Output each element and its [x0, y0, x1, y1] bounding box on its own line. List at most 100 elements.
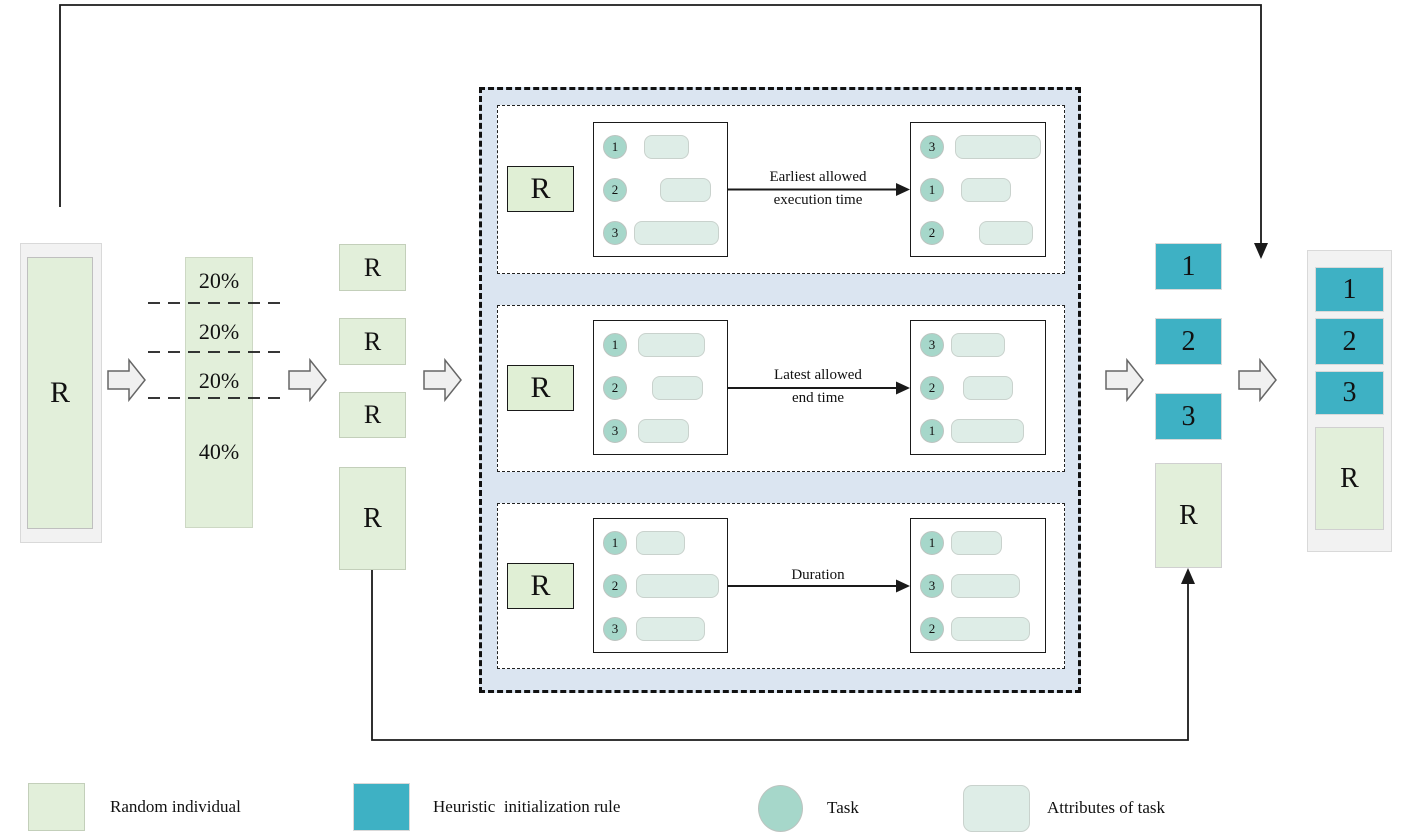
- task-circle: 2: [920, 617, 944, 641]
- task-attribute-bar: [638, 419, 689, 443]
- rule-2-label: Latest allowed end time: [728, 366, 908, 408]
- task-row: 3: [594, 221, 727, 245]
- rule-2-label-line1: Latest allowed: [774, 367, 862, 383]
- heuristic-result-3-label: 3: [1181, 400, 1196, 432]
- task-row: 1: [594, 135, 727, 159]
- task-attribute-bar: [955, 135, 1041, 159]
- panel-1-right-taskbox: 3 1 2: [910, 122, 1046, 257]
- task-attribute-bar: [634, 221, 719, 245]
- final-gene-r: R: [1315, 427, 1384, 530]
- task-row: 3: [594, 419, 727, 443]
- rule-1-label-line1: Earliest allowed: [769, 169, 867, 185]
- block-arrow-5-icon: [1238, 357, 1277, 403]
- task-attribute-bar: [652, 376, 703, 400]
- task-circle: 3: [920, 333, 944, 357]
- split-percent-2: 20%: [198, 319, 240, 344]
- split-percent-1: 20%: [198, 268, 240, 293]
- panel-3-left-taskbox: 1 2 3: [593, 518, 728, 653]
- bottom-feedback-arrowhead-icon: [1181, 568, 1195, 584]
- split-percent-3: 20%: [198, 368, 240, 393]
- split-individual-3-label: R: [363, 400, 382, 429]
- panel-3-r-label: R: [530, 569, 551, 602]
- rule-1-label: Earliest allowed execution time: [728, 168, 908, 210]
- legend-swatch-heuristic-rule: [353, 783, 410, 831]
- source-individual-box: R: [27, 257, 93, 529]
- task-circle: 2: [920, 376, 944, 400]
- heuristic-result-1-label: 1: [1181, 250, 1196, 282]
- heuristic-result-3: 3: [1155, 393, 1222, 440]
- task-row: 2: [594, 574, 727, 598]
- panel-2-r-label: R: [530, 371, 551, 404]
- split-individual-2-label: R: [363, 326, 382, 356]
- task-circle: 2: [920, 221, 944, 245]
- source-individual-label: R: [49, 376, 70, 409]
- task-row: 2: [911, 376, 1045, 400]
- split-percent-4: 40%: [198, 439, 240, 464]
- split-individual-4-label: R: [363, 502, 382, 534]
- final-gene-r-label: R: [1340, 462, 1359, 494]
- random-result-box: R: [1155, 463, 1222, 568]
- task-circle: 1: [920, 178, 944, 202]
- final-gene-3-label: 3: [1342, 377, 1357, 408]
- task-attribute-bar: [638, 333, 705, 357]
- task-row: 1: [594, 333, 727, 357]
- panel-1-input-individual: R: [507, 166, 574, 212]
- final-gene-2: 2: [1315, 318, 1384, 365]
- final-gene-3: 3: [1315, 371, 1384, 415]
- task-row: 2: [911, 221, 1045, 245]
- task-row: 1: [911, 178, 1045, 202]
- task-row: 3: [911, 333, 1045, 357]
- rule-1-label-line2: execution time: [773, 192, 863, 208]
- panel-2-input-individual: R: [507, 365, 574, 411]
- task-attribute-bar: [979, 221, 1033, 245]
- task-row: 3: [911, 574, 1045, 598]
- task-attribute-bar: [636, 574, 719, 598]
- legend-swatch-attributes: [963, 785, 1030, 832]
- task-attribute-bar: [951, 617, 1030, 641]
- task-circle: 3: [920, 574, 944, 598]
- task-circle: 2: [603, 376, 627, 400]
- legend-label-attributes: Attributes of task: [1047, 798, 1166, 817]
- split-individual-1-label: R: [363, 252, 382, 282]
- block-arrow-1-icon: [107, 357, 146, 403]
- panel-3-right-taskbox: 1 3 2: [910, 518, 1046, 653]
- random-result-label: R: [1179, 499, 1198, 531]
- task-attribute-bar: [951, 574, 1020, 598]
- split-individual-1: R: [339, 244, 406, 291]
- rule-3-label-line1: Duration: [791, 567, 845, 583]
- task-circle: 3: [603, 617, 627, 641]
- legend-swatch-task-icon: [758, 785, 803, 832]
- task-attribute-bar: [636, 617, 705, 641]
- panel-1-left-taskbox: 1 2 3: [593, 122, 728, 257]
- block-arrow-2-icon: [288, 357, 327, 403]
- task-row: 1: [911, 531, 1045, 555]
- final-gene-2-label: 2: [1342, 325, 1357, 357]
- task-row: 3: [911, 135, 1045, 159]
- task-circle: 2: [603, 574, 627, 598]
- rule-3-label: Duration: [728, 566, 908, 585]
- task-attribute-bar: [660, 178, 711, 202]
- legend-swatch-random-individual: [28, 783, 85, 831]
- task-row: 1: [594, 531, 727, 555]
- task-attribute-bar: [951, 419, 1024, 443]
- split-individual-3: R: [339, 392, 406, 438]
- rule-2-label-line2: end time: [791, 390, 845, 406]
- final-gene-1: 1: [1315, 267, 1384, 312]
- task-attribute-bar: [951, 333, 1005, 357]
- task-attribute-bar: [963, 376, 1013, 400]
- task-attribute-bar: [636, 531, 685, 555]
- task-circle: 3: [603, 419, 627, 443]
- task-circle: 1: [920, 531, 944, 555]
- task-row: 2: [594, 376, 727, 400]
- split-individual-2: R: [339, 318, 406, 365]
- panel-2-left-taskbox: 1 2 3: [593, 320, 728, 455]
- panel-2-right-taskbox: 3 2 1: [910, 320, 1046, 455]
- legend-label-heuristic-rule: Heuristic initialization rule: [433, 797, 621, 816]
- heuristic-result-2-label: 2: [1181, 325, 1196, 357]
- task-circle: 1: [603, 135, 627, 159]
- task-circle: 1: [603, 531, 627, 555]
- split-individual-4: R: [339, 467, 406, 570]
- final-gene-1-label: 1: [1342, 273, 1357, 305]
- legend-label-task: Task: [827, 798, 859, 817]
